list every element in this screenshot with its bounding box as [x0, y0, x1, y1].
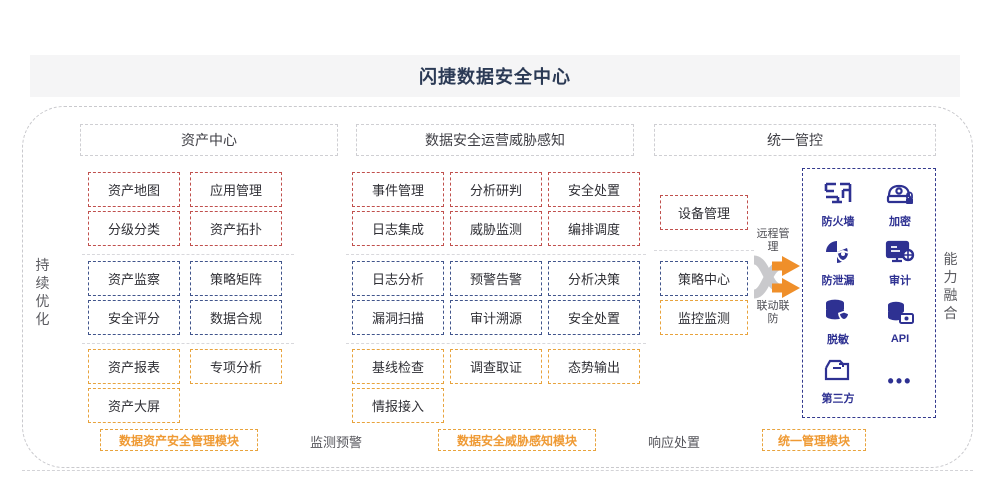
third-party-icon: [823, 357, 853, 387]
capability-desensitization[interactable]: 脱敏: [807, 293, 869, 352]
cell-orchestration[interactable]: 编排调度: [548, 211, 640, 246]
group-divider: [82, 343, 294, 344]
capability-label: 防泄漏: [821, 275, 855, 287]
cell-baseline-check[interactable]: 基线检查: [352, 349, 444, 384]
capability-leak-prevention[interactable]: 防泄漏: [807, 234, 869, 293]
firewall-icon: [823, 180, 853, 210]
cell-asset-monitor[interactable]: 资产监察: [88, 261, 180, 296]
cell-asset-map[interactable]: 资产地图: [88, 172, 180, 207]
footer-badge-unified-module[interactable]: 统一管理模块: [762, 429, 866, 451]
capability-more[interactable]: •••: [869, 352, 931, 411]
group-divider: [654, 250, 754, 251]
left-side-label: 持续优化: [30, 256, 56, 328]
cell-intel-ingestion[interactable]: 情报接入: [352, 388, 444, 423]
cell-analysis-judgment[interactable]: 分析研判: [450, 172, 542, 207]
section-title: 统一管控: [767, 132, 823, 148]
cell-event-management[interactable]: 事件管理: [352, 172, 444, 207]
cell-situation-output[interactable]: 态势输出: [548, 349, 640, 384]
cell-vuln-scan[interactable]: 漏洞扫描: [352, 300, 444, 335]
cell-log-analysis[interactable]: 日志分析: [352, 261, 444, 296]
capability-firewall[interactable]: 防火墙: [807, 175, 869, 234]
cell-security-handling-2[interactable]: 安全处置: [548, 300, 640, 335]
cell-data-compliance[interactable]: 数据合规: [190, 300, 282, 335]
cell-threat-monitoring[interactable]: 威胁监测: [450, 211, 542, 246]
group-divider: [346, 254, 646, 255]
page-title: 闪捷数据安全中心: [419, 67, 571, 87]
capability-label: 脱敏: [827, 334, 849, 346]
footer-baseline: [22, 470, 973, 471]
section-header-asset-center: 资产中心: [80, 124, 338, 156]
cell-special-analysis[interactable]: 专项分析: [190, 349, 282, 384]
capability-label: API: [890, 333, 910, 345]
capability-third-party[interactable]: 第三方: [807, 352, 869, 411]
capability-api[interactable]: API: [869, 293, 931, 352]
group-divider: [346, 343, 646, 344]
arrow-label-text: 远程管理: [756, 228, 790, 253]
section-header-unified-control: 统一管控: [654, 124, 936, 156]
cell-investigation[interactable]: 调查取证: [450, 349, 542, 384]
desensitization-icon: [823, 298, 853, 328]
capability-label: 审计: [889, 275, 911, 287]
cell-audit-tracing[interactable]: 审计溯源: [450, 300, 542, 335]
crossing-arrows-icon: [752, 232, 802, 332]
arrow-label-text: 联动联防: [756, 300, 790, 325]
cell-asset-report[interactable]: 资产报表: [88, 349, 180, 384]
footer-badge-threat-module[interactable]: 数据安全威胁感知模块: [438, 429, 596, 451]
section-header-threat-awareness: 数据安全运营威胁感知: [356, 124, 634, 156]
cell-security-score[interactable]: 安全评分: [88, 300, 180, 335]
cell-asset-topology[interactable]: 资产拓扑: [190, 211, 282, 246]
cell-log-integration[interactable]: 日志集成: [352, 211, 444, 246]
audit-icon: [885, 239, 915, 269]
capability-audit[interactable]: 审计: [869, 234, 931, 293]
cell-early-warning[interactable]: 预警告警: [450, 261, 542, 296]
cell-app-management[interactable]: 应用管理: [190, 172, 282, 207]
section-title: 数据安全运营威胁感知: [425, 132, 565, 148]
outer-frame: [22, 106, 973, 468]
encryption-icon: [885, 180, 915, 210]
left-side-label-text: 持续优化: [35, 257, 51, 327]
api-icon: [885, 300, 915, 330]
cell-monitoring[interactable]: 监控监测: [660, 300, 748, 335]
cell-policy-matrix[interactable]: 策略矩阵: [190, 261, 282, 296]
group-divider: [82, 254, 294, 255]
right-side-label-text: 能力融合: [943, 251, 959, 321]
footer-badge-asset-module[interactable]: 数据资产安全管理模块: [100, 429, 258, 451]
footer-label-response: 响应处置: [648, 435, 701, 450]
cell-device-management[interactable]: 设备管理: [660, 195, 748, 230]
cell-policy-center[interactable]: 策略中心: [660, 261, 748, 296]
capability-label: 加密: [889, 216, 911, 228]
capability-label: 防火墙: [821, 216, 855, 228]
right-side-label: 能力融合: [938, 250, 964, 322]
ellipsis-icon: •••: [887, 371, 913, 391]
cell-asset-dashboard[interactable]: 资产大屏: [88, 388, 180, 423]
capability-label: 第三方: [821, 393, 855, 405]
cell-classification[interactable]: 分级分类: [88, 211, 180, 246]
capability-encryption[interactable]: 加密: [869, 175, 931, 234]
arrow-label-joint-defense: 联动联防: [754, 300, 792, 326]
leak-prevention-icon: [823, 239, 853, 269]
cell-analysis-decision[interactable]: 分析决策: [548, 261, 640, 296]
cell-security-handling[interactable]: 安全处置: [548, 172, 640, 207]
section-title: 资产中心: [181, 132, 237, 148]
arrow-label-remote-management: 远程管理: [754, 228, 792, 254]
capability-panel: 防火墙 加密: [802, 168, 936, 418]
footer-label-monitoring: 监测预警: [310, 435, 363, 450]
title-band: 闪捷数据安全中心: [30, 55, 960, 97]
